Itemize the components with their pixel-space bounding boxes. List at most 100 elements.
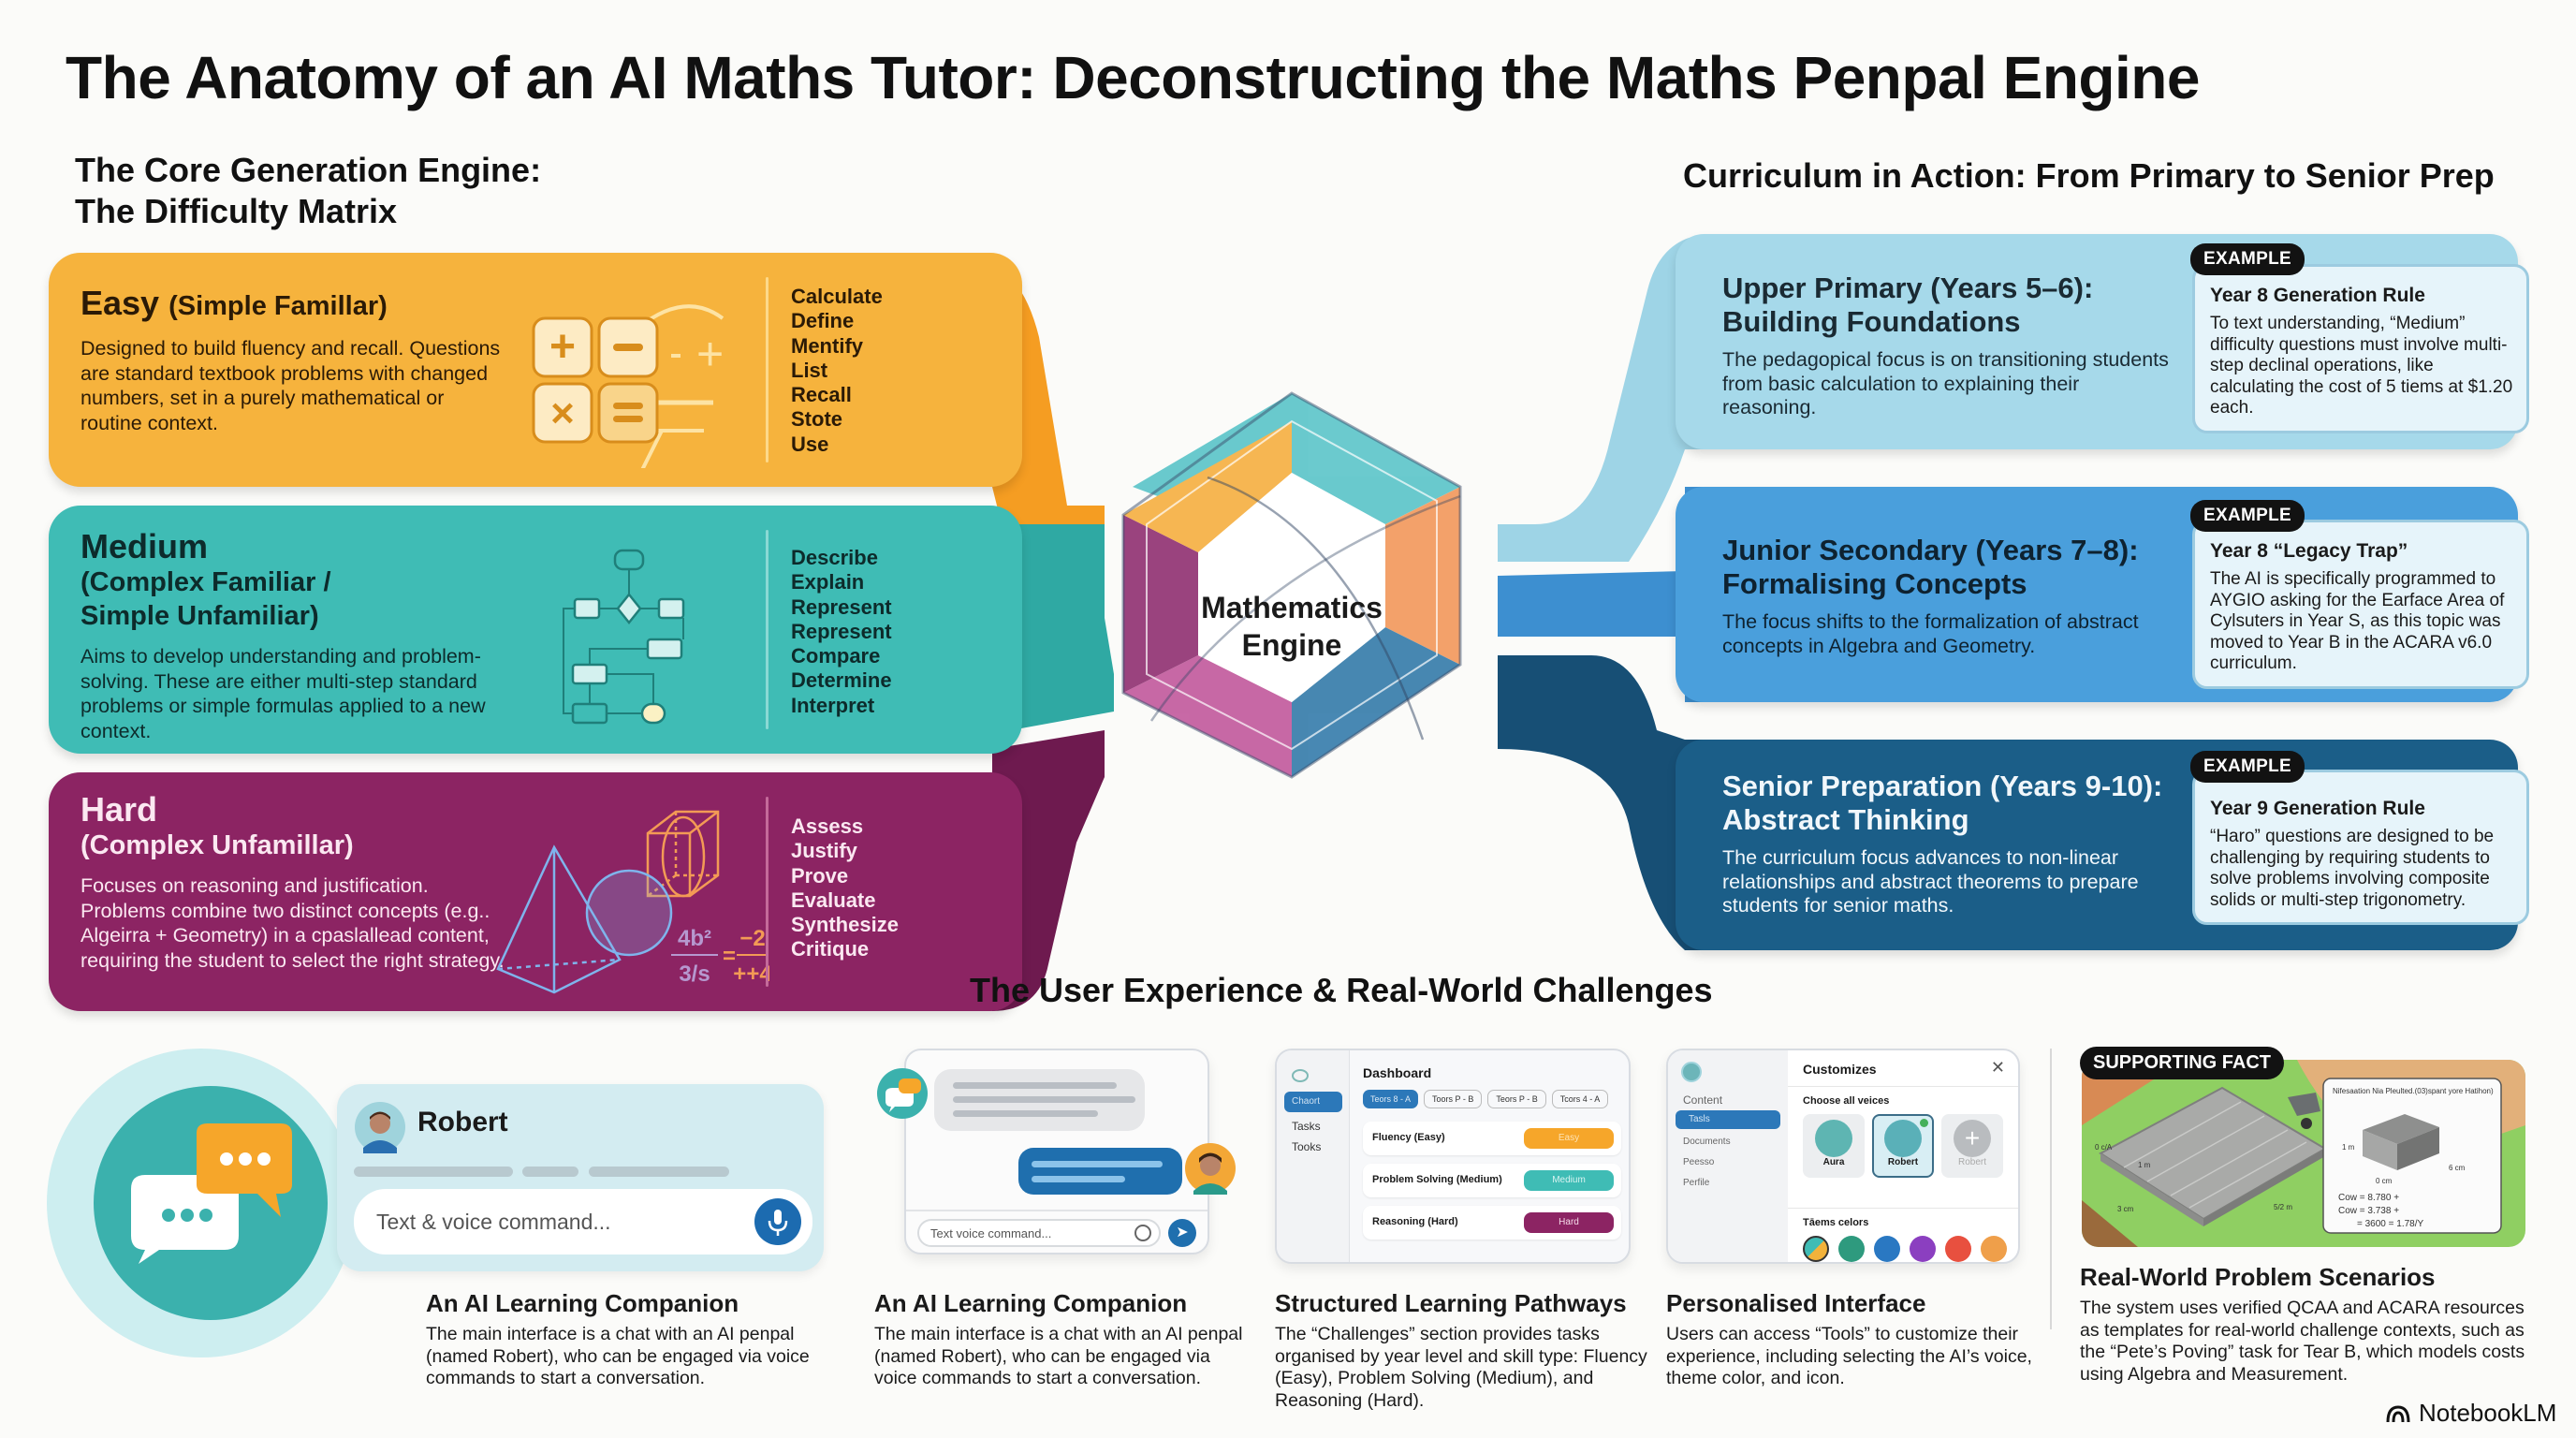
hard-verbs: Assess Justify Prove Evaluate Synthesize… — [791, 814, 899, 962]
ai-bot-avatar — [877, 1068, 928, 1119]
tab-year[interactable]: Teors 8 - A — [1363, 1090, 1419, 1108]
add-voice-icon: + — [1954, 1120, 1991, 1157]
svg-text:+: + — [696, 328, 724, 380]
verb: Prove — [791, 863, 849, 888]
theme-swatch[interactable] — [1874, 1236, 1900, 1262]
tab-year[interactable]: Toors P - B — [1424, 1090, 1483, 1108]
close-icon[interactable]: ✕ — [1990, 1058, 2005, 1077]
senior-preparation-title: Senior Preparation (Years 9-10):Abstract… — [1722, 770, 2172, 837]
task-label: Fluency (Easy) — [1372, 1132, 1445, 1143]
formula-den-left: 3/s — [679, 961, 710, 987]
ux-section-title: The User Experience & Real-World Challen… — [970, 971, 1713, 1009]
title-line1: Junior Secondary (Years 7–8): — [1722, 534, 2139, 566]
paving-dim: 1 m — [2138, 1161, 2151, 1169]
theme-swatch[interactable] — [1803, 1236, 1829, 1262]
difficulty-badge-easy: Easy — [1524, 1128, 1614, 1149]
formula-den-right: ++4 — [733, 961, 769, 987]
page-title: The Anatomy of an AI Maths Tutor: Decons… — [66, 44, 2200, 111]
task-row[interactable]: Reasoning (Hard) Hard — [1363, 1206, 1621, 1240]
task-row[interactable]: Fluency (Easy) Easy — [1363, 1122, 1621, 1155]
example-badge: EXAMPLE — [2190, 243, 2305, 275]
hex-segment-blue — [1292, 627, 1460, 777]
brand-label: NotebookLM — [2419, 1399, 2557, 1427]
hard-description: Focuses on reasoning and justification. … — [80, 874, 505, 972]
send-button[interactable]: ➤ — [1168, 1219, 1196, 1247]
dashboard-sidebar: Chaort Tasks Tooks — [1277, 1050, 1350, 1262]
curriculum-section-title: Curriculum in Action: From Primary to Se… — [1683, 156, 2495, 195]
dashboard-title: Dashboard — [1363, 1065, 1432, 1080]
panel-text: The “Challenges” section provides tasks … — [1275, 1324, 1647, 1411]
panel-text: The main interface is a chat with an AI … — [426, 1324, 810, 1388]
voice-options: Aura Robert + Robert — [1803, 1114, 2003, 1178]
svg-text:×: × — [550, 390, 575, 436]
geometry-solids-icon: 4b² 3/s = −2 ++4 — [496, 810, 769, 994]
tab-year[interactable]: Teors P - B — [1487, 1090, 1546, 1108]
theme-swatches — [1803, 1236, 2007, 1262]
flowchart-icon — [563, 549, 685, 725]
sidebar-item-tools[interactable]: Tooks — [1292, 1140, 1322, 1153]
sidebar-item-tasks[interactable]: Tasks — [1292, 1120, 1321, 1133]
theme-swatch[interactable] — [1981, 1236, 2007, 1262]
voice-option-robert[interactable]: Robert — [1872, 1114, 1934, 1178]
difficulty-title-line2: The Difficulty Matrix — [75, 192, 398, 230]
inset-dim: 1 m — [2342, 1143, 2355, 1152]
junior-secondary-description: The focus shifts to the formalization of… — [1722, 610, 2139, 657]
example-title: Year 8 Generation Rule — [2210, 285, 2425, 306]
junior-ribbon — [1498, 487, 1732, 702]
app-logo-icon — [1292, 1069, 1309, 1082]
panel-heading: Personalised Interface — [1666, 1289, 1926, 1317]
voices-label: Choose all veices — [1803, 1095, 1890, 1107]
theme-swatch[interactable] — [1838, 1236, 1865, 1262]
voice-option-aura[interactable]: Aura — [1803, 1114, 1865, 1178]
customize-mock: Content Tasls Documents Peesso Perfile C… — [1666, 1049, 2020, 1264]
difficulty-badge-hard: Hard — [1524, 1212, 1614, 1233]
ux-panel-companion-1: An AI Learning Companion The main interf… — [426, 1288, 819, 1390]
inset-dim: 0 cm — [2376, 1177, 2393, 1185]
curriculum-card-upper-primary: Upper Primary (Years 5–6):Building Found… — [1676, 234, 2529, 449]
sidebar-item-pens[interactable]: Peesso — [1683, 1157, 1715, 1167]
formula-num-left: 4b² — [678, 926, 711, 951]
sidebar-item-content[interactable]: Content — [1683, 1093, 1723, 1107]
verb: Justify — [791, 839, 857, 863]
chat-input[interactable]: Text & voice command... — [354, 1189, 812, 1255]
hex-segment-purple — [1123, 515, 1198, 693]
emoji-icon[interactable] — [1134, 1225, 1151, 1241]
sidebar-item-documents[interactable]: Documents — [1683, 1137, 1731, 1147]
inset-title: Nifesaation Nia Pleulted.(03)spant yore … — [2333, 1087, 2494, 1095]
verb: Mentify — [791, 333, 863, 358]
difficulty-card-medium: Medium (Complex Familiar / Simple Unfami… — [49, 506, 1022, 754]
chat-text-input[interactable]: Text voice command... — [917, 1219, 1161, 1247]
task-row[interactable]: Problem Solving (Medium) Medium — [1363, 1164, 1621, 1197]
sidebar-item-chat[interactable]: Chaort — [1284, 1092, 1342, 1112]
hex-segment-pink — [1123, 655, 1292, 777]
verb: Evaluate — [791, 888, 876, 912]
sidebar-item-profile[interactable]: Perfile — [1683, 1178, 1710, 1188]
theme-swatch[interactable] — [1945, 1236, 1971, 1262]
ai-message-bubble — [934, 1069, 1145, 1131]
profile-avatar — [1681, 1062, 1702, 1082]
verb: Determine — [791, 668, 892, 693]
year-tabs: Teors 8 - A Toors P - B Teors P - B Tcor… — [1363, 1090, 1609, 1108]
inset-dim: 6 cm — [2449, 1164, 2466, 1172]
title-line2: Building Foundations — [1722, 305, 2021, 338]
ux-panel-pathways: Structured Learning Pathways The “Challe… — [1275, 1288, 1649, 1412]
customize-sidebar: Content Tasls Documents Peesso Perfile — [1668, 1050, 1788, 1262]
microphone-button[interactable] — [754, 1198, 801, 1245]
chat-input-placeholder: Text & voice command... — [376, 1210, 611, 1234]
verb: Calculate — [791, 285, 883, 308]
inset-formula: = 3600 = 1.78/Y — [2357, 1219, 2424, 1229]
medium-name: Medium — [80, 527, 209, 565]
verb: Assess — [791, 814, 864, 838]
supporting-fact-badge: SUPPORTING FACT — [2080, 1047, 2285, 1079]
inset-formula: Cow = 8.780 + — [2338, 1193, 2399, 1203]
difficulty-card-hard: Hard (Complex Unfamillar) Focuses on rea… — [49, 772, 1022, 1011]
tab-year[interactable]: Tcors 4 - A — [1551, 1090, 1609, 1108]
sidebar-item-tools[interactable]: Tasls — [1676, 1110, 1780, 1129]
panel-heading: An AI Learning Companion — [874, 1289, 1188, 1317]
real-world-illustration: Nifesaation Nia Pleulted.(03)spant yore … — [2082, 1060, 2525, 1247]
easy-subtitle: (Simple Famillar) — [168, 291, 388, 321]
theme-swatch[interactable] — [1910, 1236, 1936, 1262]
verb: List — [791, 358, 828, 382]
voice-option-add[interactable]: + Robert — [1941, 1114, 2003, 1178]
title-line1: Upper Primary (Years 5–6): — [1722, 271, 2094, 304]
